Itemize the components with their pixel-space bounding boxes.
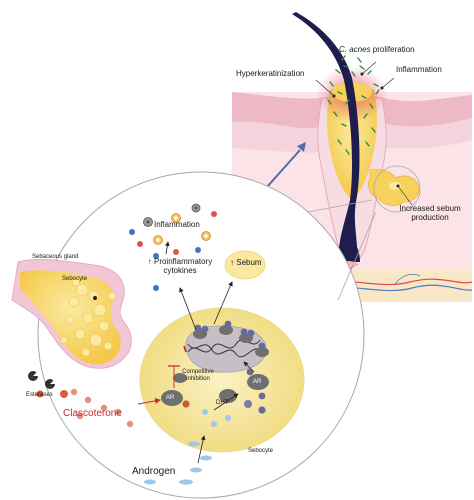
androgen-molecules: [144, 441, 212, 485]
arrow-to-skin-head: [297, 142, 306, 152]
increased-sebum-label: Increased sebum production: [399, 204, 461, 222]
esterases-label: Esterases: [26, 392, 53, 398]
inflammatory-molecules: [129, 203, 217, 291]
ar-left-receptor: [161, 390, 183, 406]
ar-left-label: AR: [166, 395, 175, 401]
c-acnes-dot: [360, 72, 364, 76]
sebum-label: ↑ Sebum: [230, 258, 262, 268]
zoom-link-bottom: [337, 211, 377, 301]
sebocyte-pointer-dot: [93, 296, 97, 300]
nucleus-to-sebum-arrow: [213, 281, 233, 325]
clascoterone-arrow: [137, 397, 161, 405]
proinflammatory-up-arrow: ↑: [147, 257, 152, 266]
ar-to-nucleus-arrow: [243, 361, 255, 373]
receptor-complexes: [161, 320, 269, 414]
competitive-inhibition-label: Competitive inhibition: [182, 369, 214, 382]
dht-to-ar-arrow: [213, 393, 239, 411]
proinflammatory-label: ↑ Proinflammatory cytokines: [143, 257, 217, 276]
sebum-production-dot: [396, 184, 400, 188]
cell-zoom-circle: [11, 171, 377, 499]
nucleus-to-cytokines-arrow: [179, 287, 197, 331]
hyperkeratinization-label: Hyperkeratinization: [236, 69, 305, 78]
c-acnes-proliferation-label: C. acnes proliferation: [339, 45, 415, 55]
gland-zoom-circle: [373, 165, 421, 213]
inflammation-leader: [381, 77, 395, 89]
clascoterone-molecules: [70, 388, 134, 428]
c-acnes-organism-name: C. acnes: [339, 45, 371, 54]
proinflammatory-text: Proinflammatory cytokines: [153, 257, 213, 275]
sebocyte-cells: [60, 277, 117, 357]
ar-right-receptor: [247, 374, 269, 390]
sebum-production-leader: [397, 185, 413, 206]
hair-shaft: [292, 12, 360, 262]
sebaceous-gland-label: Sebaceous gland: [32, 254, 79, 260]
dht-label: DHT: [216, 400, 229, 406]
sebocyte-gland-label: Sebocyte: [62, 276, 88, 282]
sebocyte-cell-label: Sebocyte: [248, 448, 274, 454]
sebum-bubble: [224, 250, 266, 280]
sebum-text: Sebum: [236, 258, 262, 267]
inflammation-skin-label: Inflammation: [396, 65, 442, 74]
c-acnes-proliferation-text: proliferation: [370, 45, 415, 54]
androgen-label: Androgen: [132, 466, 176, 477]
dht-molecules: [202, 409, 231, 427]
ar-right-label: AR: [253, 379, 262, 385]
c-acnes-leader: [361, 61, 377, 75]
clascoterone-label: Clascoterone: [63, 408, 122, 419]
cytokines-to-inflammation-arrow: [164, 241, 170, 255]
skin-panel: [231, 12, 473, 302]
zoom-link-top: [307, 199, 373, 213]
transcription-block: [183, 345, 187, 353]
hyperkeratinization-dot: [332, 94, 336, 98]
c-acnes-bacteria: [327, 55, 380, 155]
vessel-branch-2: [394, 273, 421, 285]
hyperkeratinization-leader: [315, 79, 335, 97]
androgen-entry-arrow: [197, 435, 206, 464]
gland-highlight: [389, 182, 401, 190]
dna-strand-b: [187, 343, 261, 358]
inflammation-dot: [380, 86, 384, 90]
sebum-up-arrow: ↑: [230, 258, 234, 267]
esterase-enzymes: [28, 371, 68, 398]
inflammation-cell-label: Inflammation: [154, 220, 200, 229]
